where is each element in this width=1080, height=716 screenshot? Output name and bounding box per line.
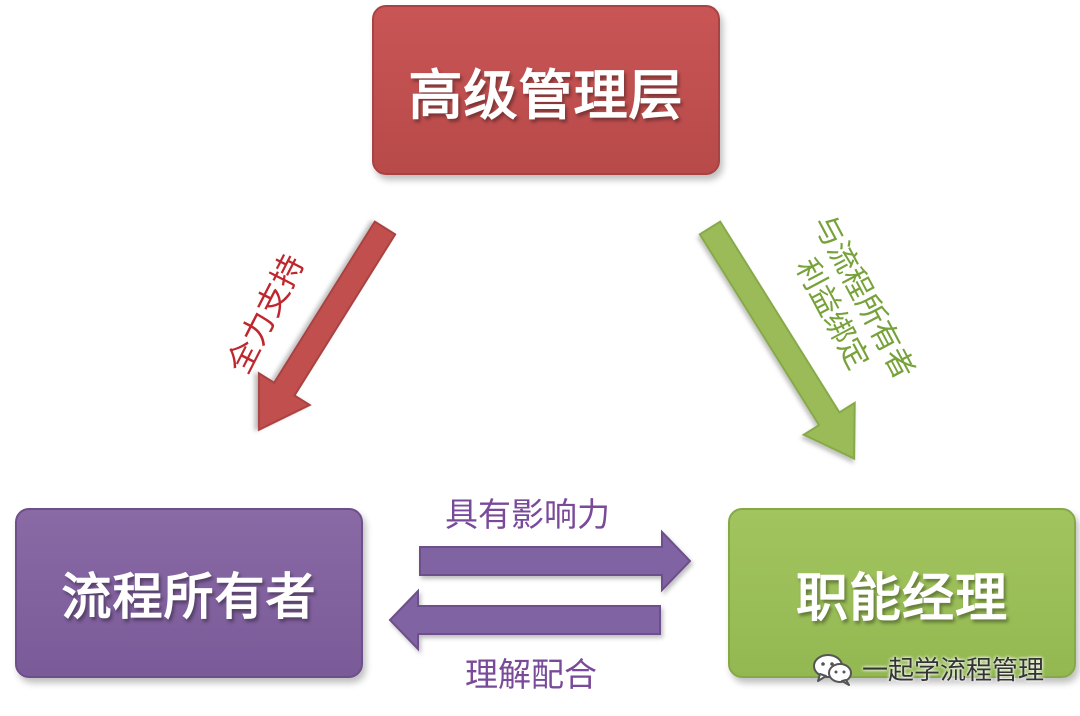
arrow-right-to-left bbox=[388, 588, 661, 652]
node-functional-manager-label: 职能经理 bbox=[795, 568, 1008, 629]
node-process-owner-label: 流程所有者 bbox=[61, 568, 317, 626]
node-senior-management-label: 高级管理层 bbox=[408, 63, 684, 127]
node-process-owner: 流程所有者 bbox=[15, 508, 363, 678]
wechat-icon bbox=[812, 652, 854, 686]
edge-label-cooperation: 理解配合 bbox=[465, 655, 597, 694]
arrow-left-to-right bbox=[419, 529, 692, 593]
node-senior-management: 高级管理层 bbox=[372, 5, 720, 175]
edge-label-influence: 具有影响力 bbox=[445, 495, 610, 534]
arrow-top-to-right bbox=[698, 220, 856, 461]
watermark-text: 一起学流程管理 bbox=[862, 656, 1045, 686]
arrow-top-to-left bbox=[257, 220, 397, 432]
watermark: 一起学流程管理 bbox=[812, 650, 1044, 687]
node-functional-manager: 职能经理 bbox=[728, 508, 1076, 678]
